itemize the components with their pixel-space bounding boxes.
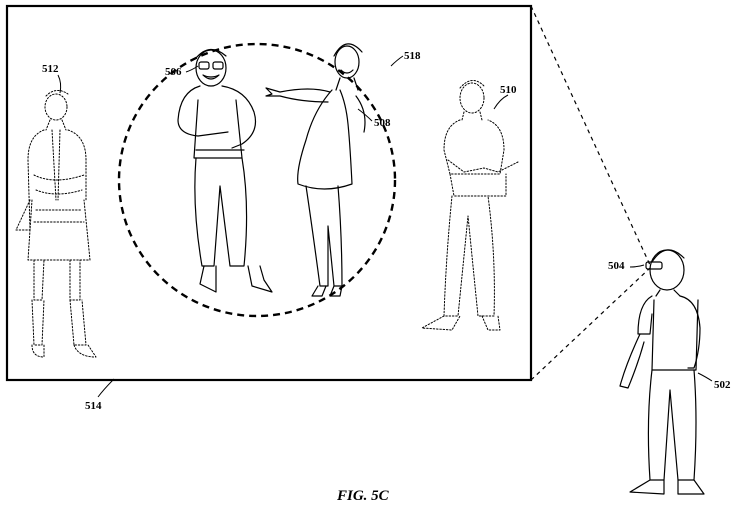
label-508: 508	[374, 117, 391, 129]
label-514: 514	[85, 400, 102, 412]
label-512: 512	[42, 63, 59, 75]
focus-circle	[117, 42, 397, 318]
label-502: 502	[714, 379, 731, 391]
label-506: 506	[165, 66, 182, 78]
projection-line-top	[530, 5, 651, 266]
figure-caption: FIG. 5C	[336, 488, 390, 504]
person-pointing-figure	[265, 43, 366, 297]
projection-line-bottom	[530, 267, 651, 381]
label-504: 504	[608, 260, 625, 272]
label-510: 510	[500, 84, 517, 96]
label-518: 518	[404, 50, 421, 62]
display-frame	[5, 4, 533, 382]
person-laughing-figure	[177, 48, 273, 293]
person-left-figure	[15, 90, 97, 358]
viewer-figure	[619, 249, 705, 495]
person-phone-figure	[421, 80, 519, 331]
